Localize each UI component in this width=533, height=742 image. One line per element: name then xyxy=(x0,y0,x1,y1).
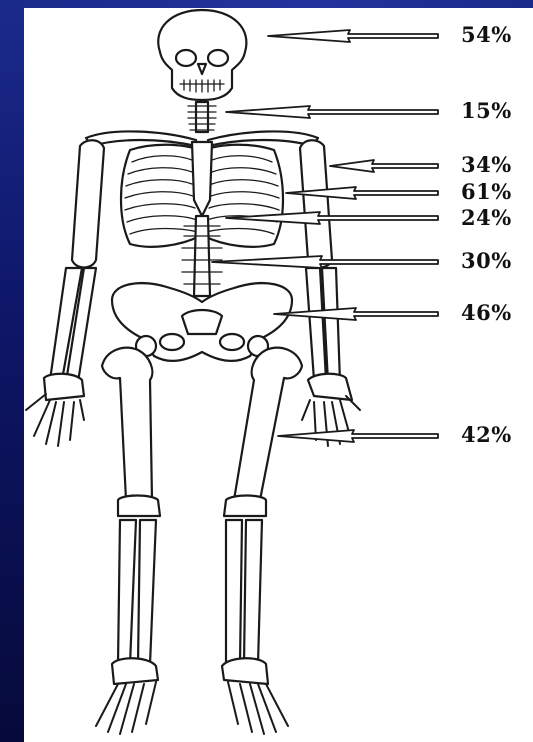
arrow-skull xyxy=(268,30,438,42)
label-skull: 54% xyxy=(461,22,512,47)
label-thoracic: 24% xyxy=(461,205,512,230)
label-femur: 42% xyxy=(461,422,512,447)
arrow-pelvis xyxy=(274,308,438,320)
label-ribs: 61% xyxy=(461,179,512,204)
right-arm xyxy=(300,140,360,446)
right-leg xyxy=(222,348,302,734)
label-pelvis: 46% xyxy=(461,300,512,325)
skull xyxy=(158,10,246,100)
arrow-humerus xyxy=(330,160,438,172)
arrow-femur xyxy=(278,430,438,442)
label-lumbar: 30% xyxy=(461,248,512,273)
label-humerus: 34% xyxy=(461,152,512,177)
left-arm xyxy=(26,140,104,446)
left-leg xyxy=(96,348,160,734)
cervical-spine xyxy=(188,102,216,132)
label-cervical: 15% xyxy=(461,98,512,123)
arrow-cervical xyxy=(226,106,438,118)
